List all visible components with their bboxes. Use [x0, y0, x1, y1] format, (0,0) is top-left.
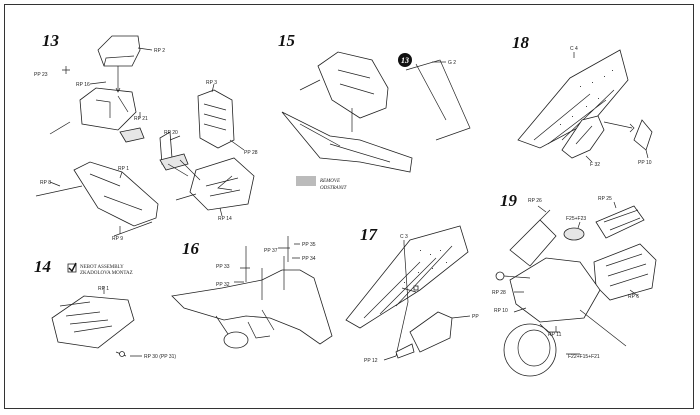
part-pp-bracket: [409, 311, 453, 353]
step-16: 16 PP 33 PP 37 PP 35 PP 34 PP 32: [171, 236, 333, 349]
part-label: RP 2: [154, 48, 165, 54]
step-18-number: 18: [512, 33, 530, 52]
part-label: PP 33: [216, 264, 230, 270]
part-label: C 3: [400, 234, 408, 240]
part-label: RP 11: [548, 332, 562, 338]
part-rp20b: [159, 153, 189, 171]
part-label: PP 10: [638, 160, 652, 166]
part-rp14: [189, 157, 255, 211]
part-label: RP 9: [112, 236, 123, 242]
part-rp1: [73, 161, 159, 227]
part-label: RP 26: [528, 198, 542, 204]
part-wing-lower: [281, 111, 413, 173]
part-rp1-floor: [51, 295, 135, 349]
step-ref-badge: [398, 53, 412, 67]
svg-text:13: 13: [401, 56, 409, 65]
part-nose-assembly: [509, 257, 601, 323]
instruction-note: REMOVE: [319, 179, 340, 184]
part-label: RP 1: [98, 286, 109, 292]
part-label: RP 25: [598, 196, 612, 202]
part-wing-c4: [517, 49, 629, 149]
part-label: RP 3: [206, 80, 217, 86]
part-label: RP 8: [40, 180, 51, 186]
checkmark-icon: [68, 262, 77, 273]
part-label: PP: [472, 314, 479, 320]
part-label: RP 16: [76, 82, 90, 88]
remove-marker: [296, 176, 316, 186]
part-label: F22+F15+F21: [568, 354, 600, 360]
part-label: RP 20: [164, 130, 178, 136]
part-rp2: [97, 35, 141, 67]
step-19-number: 19: [500, 191, 518, 210]
part-label: RP 6: [628, 294, 639, 300]
part-label: RP 21: [134, 116, 148, 122]
step-16-number: 16: [182, 239, 200, 258]
part-rp6: [593, 243, 657, 301]
step-13: 13 RP 2 PP 23 RP 16 RP 21 RP 2: [34, 31, 258, 242]
instruction-note: ODSTRANIT: [320, 186, 348, 191]
part-rp25: [595, 205, 645, 239]
part-label: F 32: [590, 162, 600, 168]
part-label: PP 37: [264, 248, 278, 254]
step-14-number: 14: [34, 257, 51, 276]
part-pp10: [633, 119, 653, 151]
part-f32: [561, 115, 605, 159]
sheet-border: [4, 4, 694, 409]
part-wing-c3: [345, 225, 469, 329]
part-label: PP 34: [302, 256, 316, 262]
step-19: 19 RP 26 F25+F23 RP 25 RP 28 RP 6 RP 10 …: [492, 191, 657, 377]
part-label: C 4: [570, 46, 578, 52]
checkbox-icon: [67, 263, 77, 273]
part-label: G 2: [448, 60, 456, 66]
instruction-note: ZKADOLOVA MONTAZ: [80, 271, 133, 276]
part-rp21: [119, 127, 145, 143]
step-15: 15 13 G 2 REMOVE ODSTRANIT: [278, 31, 471, 191]
part-label: PP 23: [34, 72, 48, 78]
part-rp26: [509, 219, 557, 267]
part-rp16: [79, 87, 137, 131]
part-label: RP 10: [494, 308, 508, 314]
part-fuselage-assembly: [317, 51, 389, 119]
step-18: 18 C 4 F 32 PP 10: [512, 33, 653, 168]
part-aircraft-plan: [171, 269, 333, 345]
step-17: 17 C 3 PP PP 12: [345, 225, 479, 364]
part-label: RP 28: [492, 290, 506, 296]
step-15-number: 15: [278, 31, 296, 50]
part-label: RP 1: [118, 166, 129, 172]
step-13-number: 13: [42, 31, 60, 50]
part-label: RP 14: [218, 216, 232, 222]
part-label: RP 30 (PP 31): [144, 354, 176, 360]
part-label: PP 12: [364, 358, 378, 364]
part-f25-f23: [563, 227, 585, 241]
part-label: PP 28: [244, 150, 258, 156]
instruction-note: NEBOT ASSEMBLY: [80, 265, 124, 270]
part-label: PP 32: [216, 282, 230, 288]
step-17-number: 17: [360, 225, 379, 244]
part-pp12: [395, 343, 415, 359]
part-label: F25+F23: [566, 216, 586, 222]
part-rp3: [197, 89, 235, 149]
step-14: 14 NEBOT ASSEMBLY ZKADOLOVA MONTAZ RP 1 …: [34, 257, 176, 360]
part-label: PP 35: [302, 242, 316, 248]
